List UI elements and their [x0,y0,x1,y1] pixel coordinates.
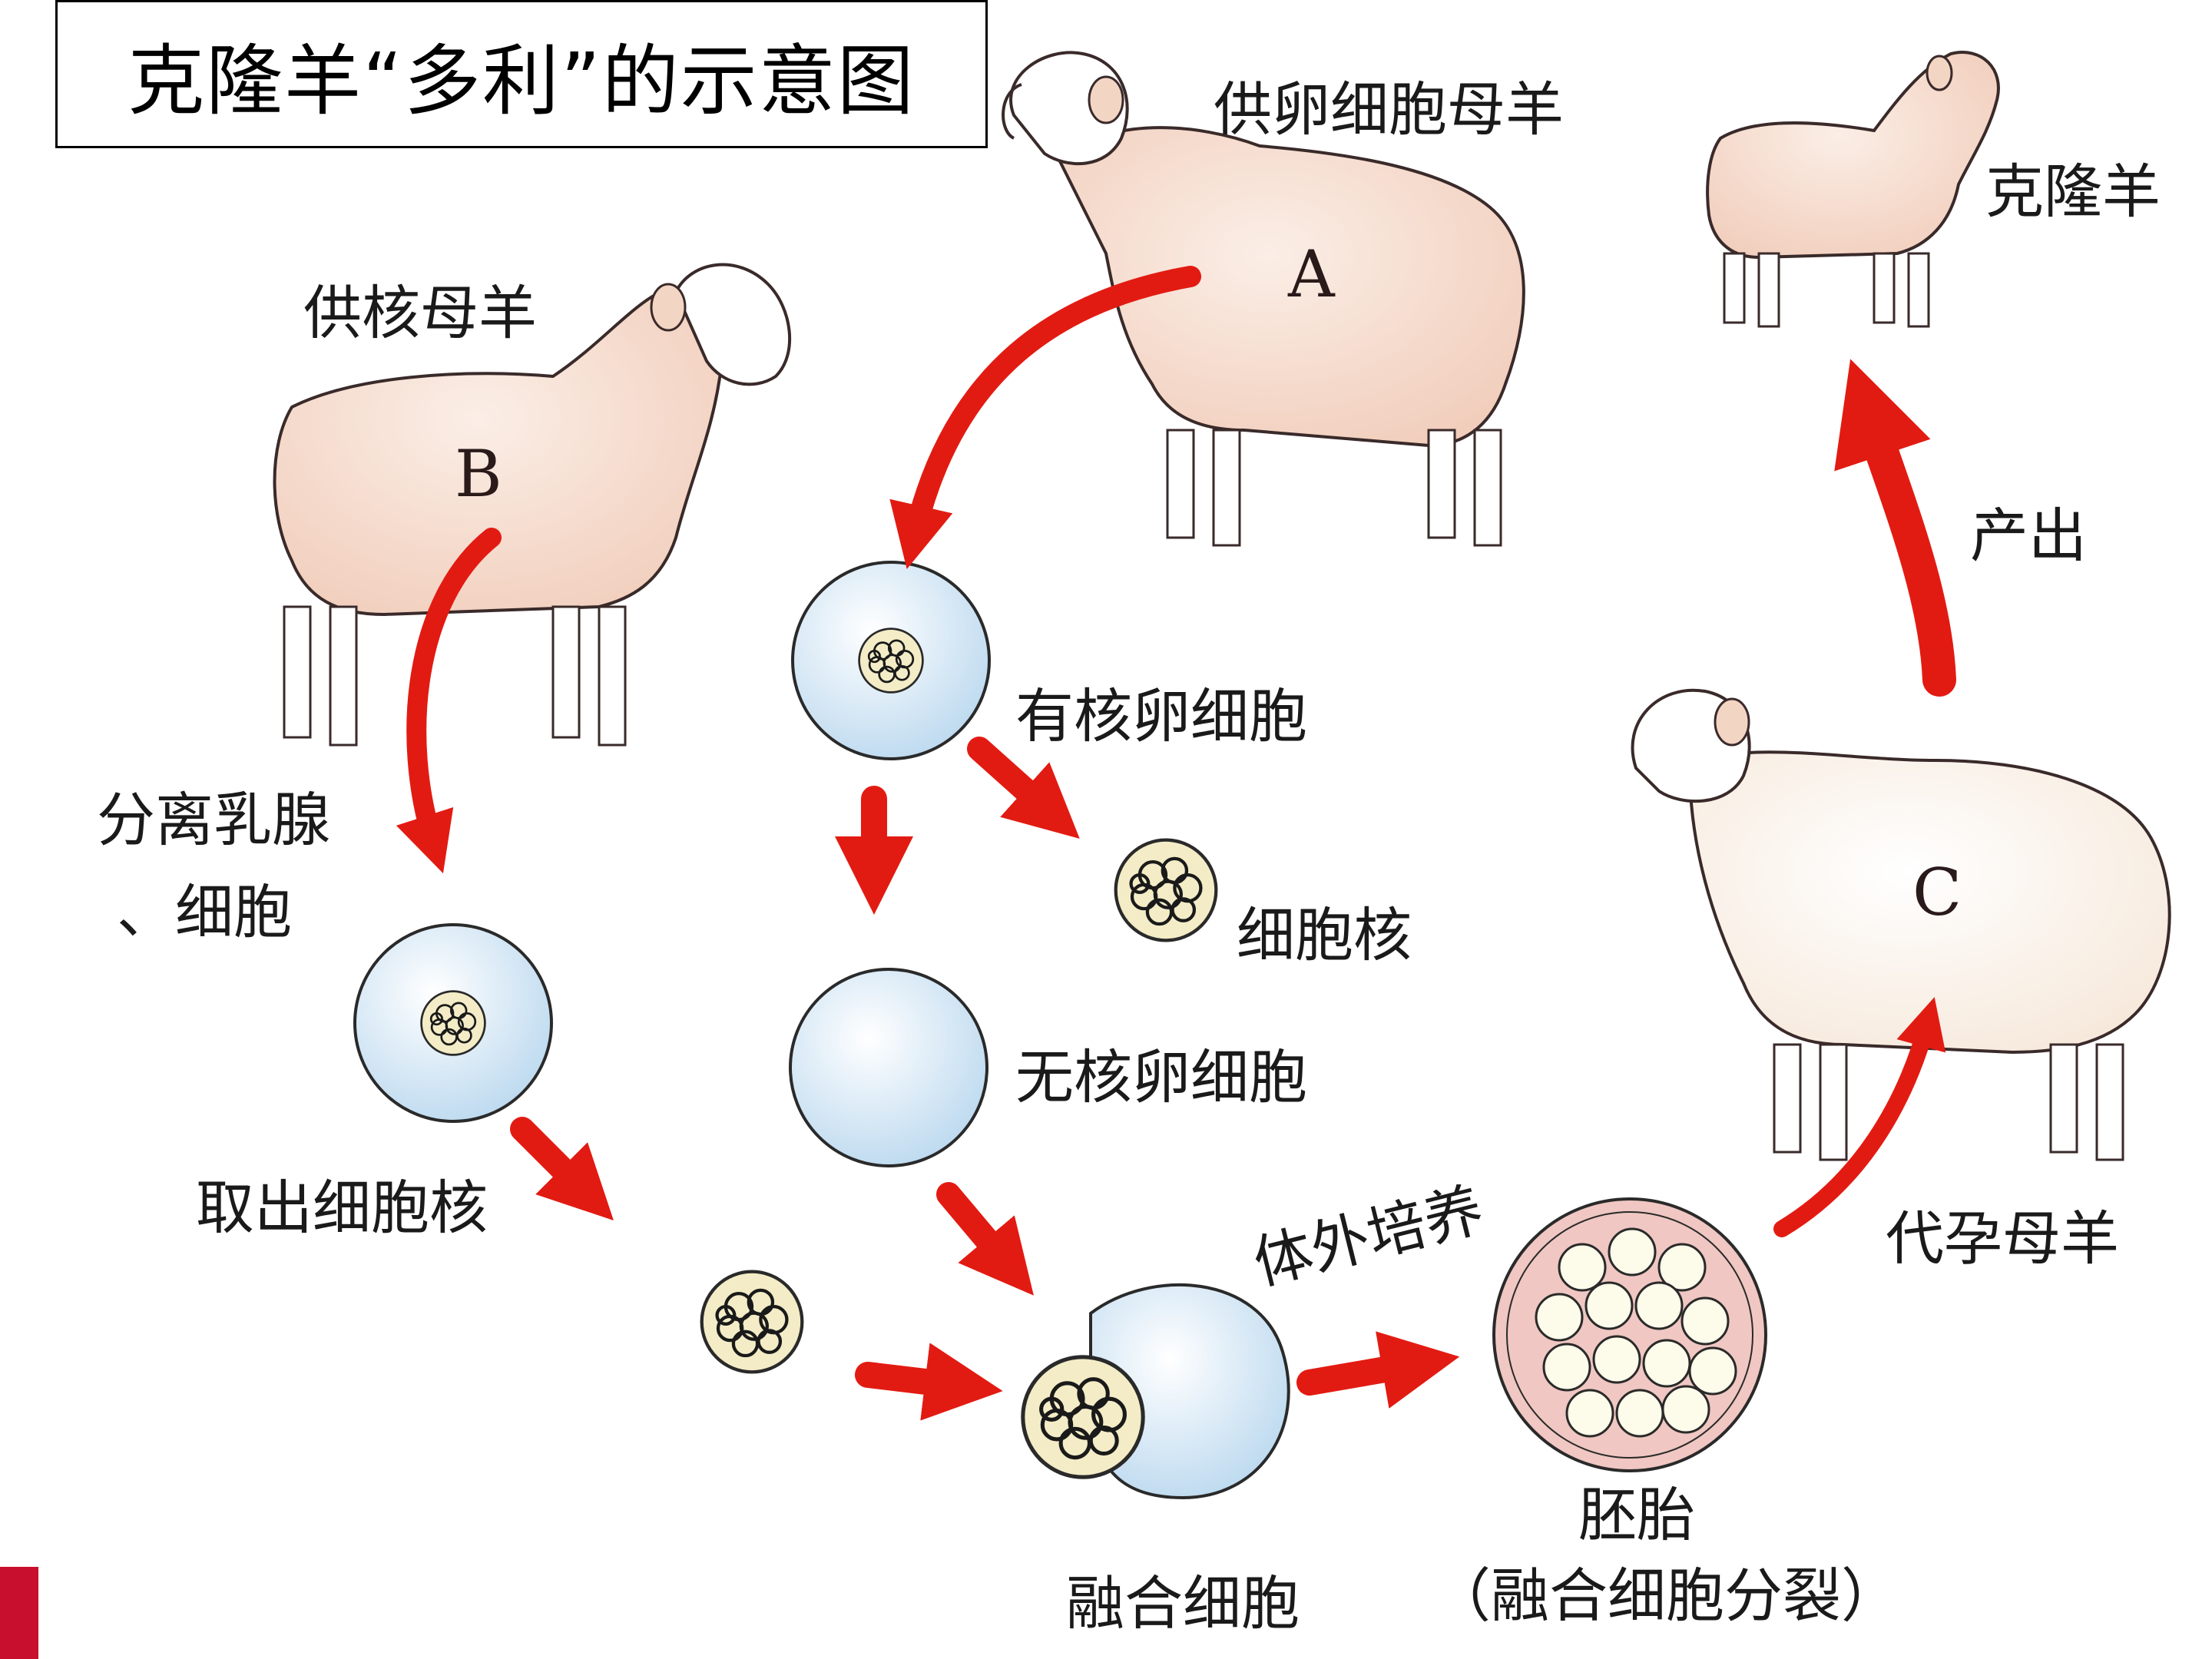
embryo-note-label: （融合细胞分裂） [1432,1561,1899,1630]
embryo-cell-cluster [1492,1197,1767,1472]
clone-sheep-label: 克隆羊 [1985,157,2161,226]
arrow-mammary-out [510,1117,614,1220]
cell-nucleus-label: 细胞核 [1237,901,1412,969]
fused-cell [1023,1283,1290,1500]
enucleated-egg-label: 无核卵细胞 [1015,1043,1307,1111]
slide-edge-accent [0,1567,38,1659]
mammary-cell [353,923,553,1123]
nucleated-egg-cell [791,561,991,760]
sheep-a-letter: A [1288,237,1335,312]
nucleated-egg-label: 有核卵细胞 [1015,682,1307,750]
sheep-c-letter: C [1912,855,1962,930]
embryo-label: 胚胎 [1578,1481,1695,1549]
sheep-c-illustration [1631,688,2171,1161]
arrow-nucleus-to-fusion [855,1343,1003,1421]
arrow-b-to-mammary [396,528,502,874]
enucleated-egg-cell [789,968,988,1167]
sheep-b-illustration [273,263,792,747]
sheep-a-illustration [1002,51,1525,547]
donor-nucleus [702,1272,803,1373]
process-arrows [396,266,1956,1421]
sheep-b-letter: B [455,436,502,512]
sheep-b-label: 供核母羊 [303,279,537,347]
clone-sheep-illustration [1706,51,2000,328]
separate-label-line1: 分离乳腺 [97,786,330,854]
sheep-c-label: 代孕母羊 [1886,1204,2119,1273]
take-nucleus-label: 取出细胞核 [196,1174,488,1242]
arrow-c-to-clone [1834,359,1956,697]
fused-cell-label: 融合细胞 [1066,1569,1300,1637]
arrow-enucleated-to-fusion [936,1182,1034,1296]
title-box: 克隆羊“多利”的示意图 [55,0,988,148]
removed-nucleus [1116,840,1217,941]
arrow-embryo-to-c [1773,997,1946,1237]
arrow-a-to-egg [889,266,1201,569]
sheep-a-label: 供卵细胞母羊 [1214,75,1564,144]
arrow-egg-to-nucleus [967,737,1080,839]
arrow-fusion-to-embryo [1296,1331,1460,1409]
output-label: 产出 [1970,502,2087,570]
separate-label-line2: 、细胞 [117,878,292,946]
diagram-title: 克隆羊“多利”的示意图 [127,36,916,126]
